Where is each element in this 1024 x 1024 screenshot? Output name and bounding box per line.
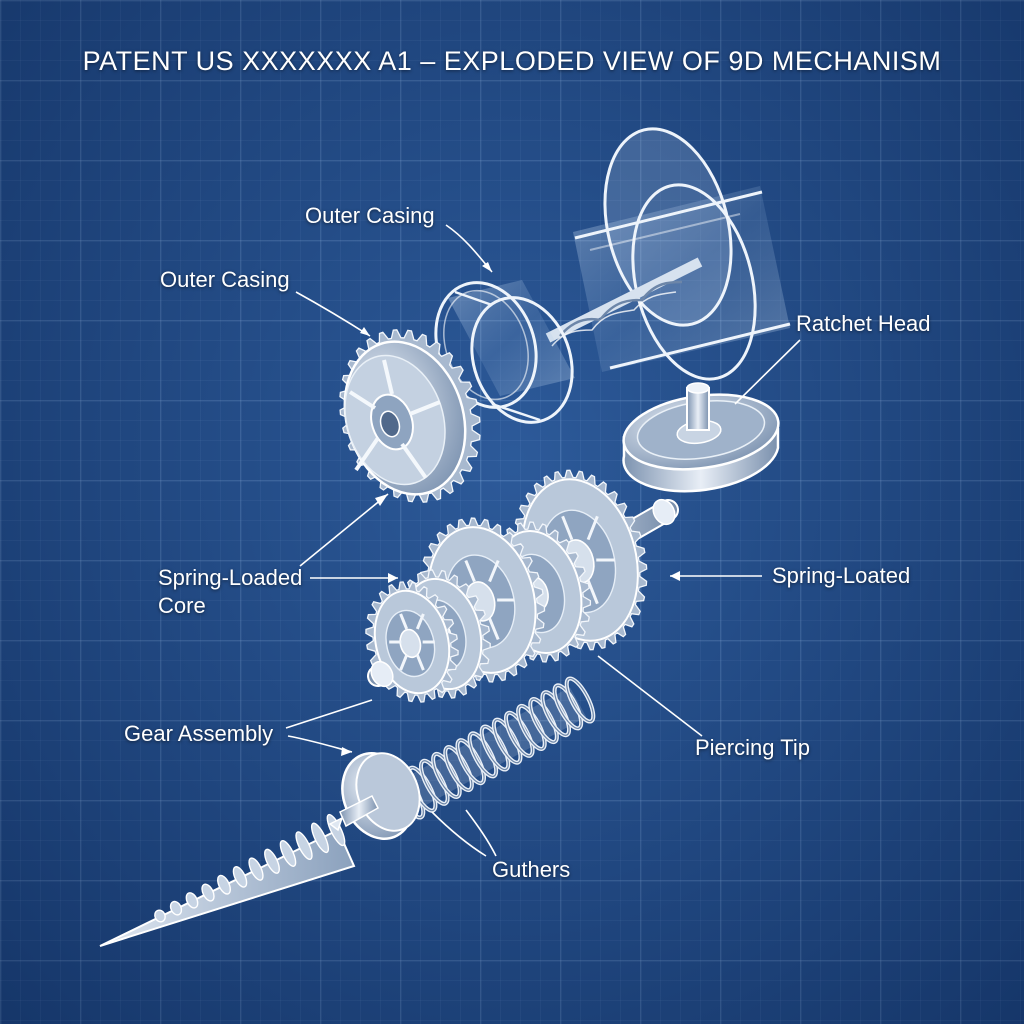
label-spring-loaded-core: Spring-Loaded Core	[158, 564, 302, 620]
label-ratchet-head: Ratchet Head	[796, 311, 931, 336]
glass-cylinder	[545, 127, 791, 381]
gear-assembly	[365, 469, 679, 703]
label-spring-located: Spring-Loated	[772, 563, 911, 588]
label-spring-loaded-core-line1: Spring-Loaded	[158, 565, 303, 590]
label-guthers: Guthers	[492, 857, 571, 882]
label-spring-loaded-core-line2: Core	[158, 593, 206, 618]
page-title: PATENT US XXXXXXX A1 – EXPLODED VIEW OF …	[82, 46, 942, 76]
screw-tip	[99, 752, 421, 947]
label-gear-assembly: Gear Assembly	[124, 721, 274, 746]
label-piercing-tip: Piercing Tip	[695, 735, 810, 760]
label-outer-casing-left: Outer Casing	[160, 267, 290, 292]
gear-5	[365, 581, 459, 703]
leader-guthers-a	[431, 811, 487, 857]
leader-guthers-b	[465, 809, 497, 857]
leader-arrowheads	[341, 262, 680, 756]
leader-gear-assembly-a	[285, 699, 373, 729]
label-outer-casing-top: Outer Casing	[305, 203, 435, 228]
gear-disc	[339, 329, 481, 503]
leader-piercing-tip	[597, 655, 703, 737]
leader-ratchet-head	[734, 339, 801, 405]
leader-lines	[285, 224, 801, 857]
ratchet-head	[622, 382, 780, 493]
leader-spring-core-a	[299, 493, 389, 567]
leader-outer-casing-left	[295, 291, 371, 337]
